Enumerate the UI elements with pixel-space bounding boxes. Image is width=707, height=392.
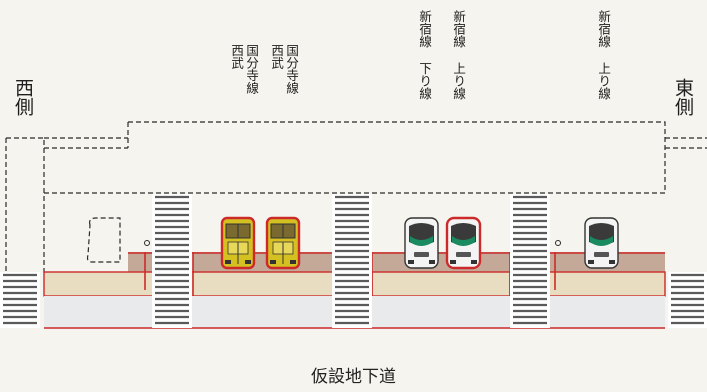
east-side-label: 東側: [672, 78, 694, 116]
shinjuku-up-east-label-col1: 新宿線: [596, 10, 612, 48]
yellow-train-icon: [220, 216, 256, 270]
platform-2: [371, 271, 511, 297]
trains: [220, 216, 619, 270]
white-train-icon: [445, 216, 482, 270]
structure-outline: [5, 121, 707, 275]
stair-1: [152, 194, 192, 328]
shinjuku-up-center-label-col1: 新宿線: [451, 10, 467, 48]
white-train-icon: [404, 217, 439, 269]
white-train-icon: [584, 217, 619, 269]
track-bed-kokubunji: [193, 252, 333, 272]
upper-concourse-outline: [128, 121, 666, 192]
stair-2: [332, 194, 372, 328]
shinjuku-up-center-label-col2: 上り線: [451, 62, 467, 100]
west-side-label: 西側: [12, 78, 34, 116]
existing-structure-box: [86, 217, 121, 263]
kokubunji-1-label-col1: 西武: [229, 44, 245, 69]
kokubunji-2-label-col1: 西武: [269, 44, 285, 69]
stair-3: [510, 194, 550, 328]
platform-3: [547, 271, 666, 297]
shinjuku-up-east-label-col2: 上り線: [596, 62, 612, 100]
shinjuku-down-label-col2: 下り線: [417, 62, 433, 100]
signal-post-icon: [144, 240, 150, 246]
yellow-train-icon: [265, 216, 301, 270]
west-edge-stair: [0, 272, 40, 328]
west-building-outline: [6, 137, 45, 275]
kokubunji-1-label-col2: 国分寺線: [244, 44, 260, 94]
stairs: [0, 194, 707, 328]
signal-post-icon: [555, 240, 561, 246]
underground-passage-caption: 仮設地下道: [311, 367, 396, 387]
kokubunji-2-label-col2: 国分寺線: [284, 44, 300, 94]
east-edge-stair: [668, 272, 707, 328]
signal-posts: [144, 240, 561, 246]
track-bed-shinjuku-1: [372, 252, 510, 272]
shinjuku-down-label-col1: 新宿線: [417, 10, 433, 48]
track-bed-west: [128, 252, 155, 272]
